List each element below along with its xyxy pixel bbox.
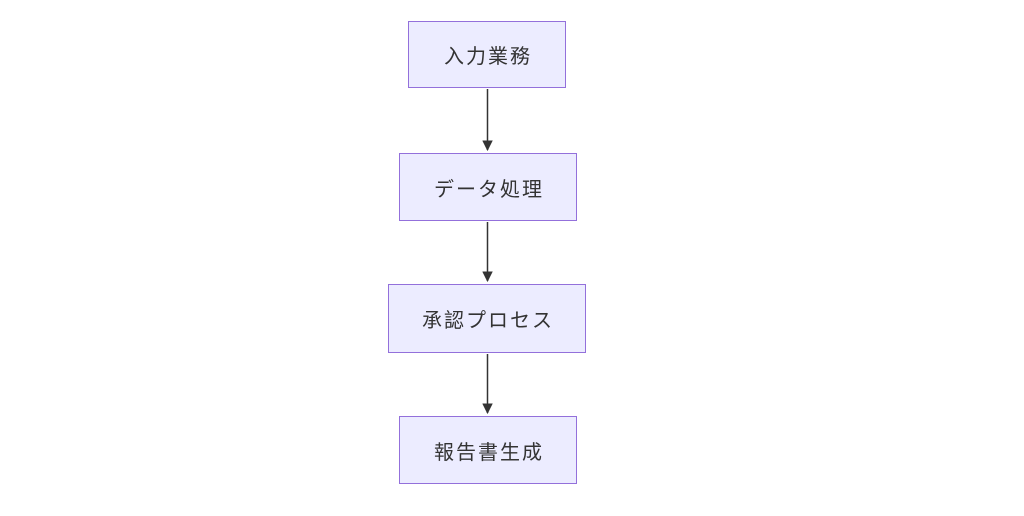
flow-node-label: データ処理 <box>434 178 544 201</box>
flow-node-report-generation: 報告書生成 <box>399 416 577 484</box>
flow-node-input: 入力業務 <box>408 21 566 88</box>
flow-node-label: 報告書生成 <box>434 441 544 464</box>
flow-node-approval-process: 承認プロセス <box>388 284 586 353</box>
flow-node-data-processing: データ処理 <box>399 153 577 221</box>
flow-node-label: 承認プロセス <box>422 310 554 332</box>
flow-node-label: 入力業務 <box>444 46 532 68</box>
